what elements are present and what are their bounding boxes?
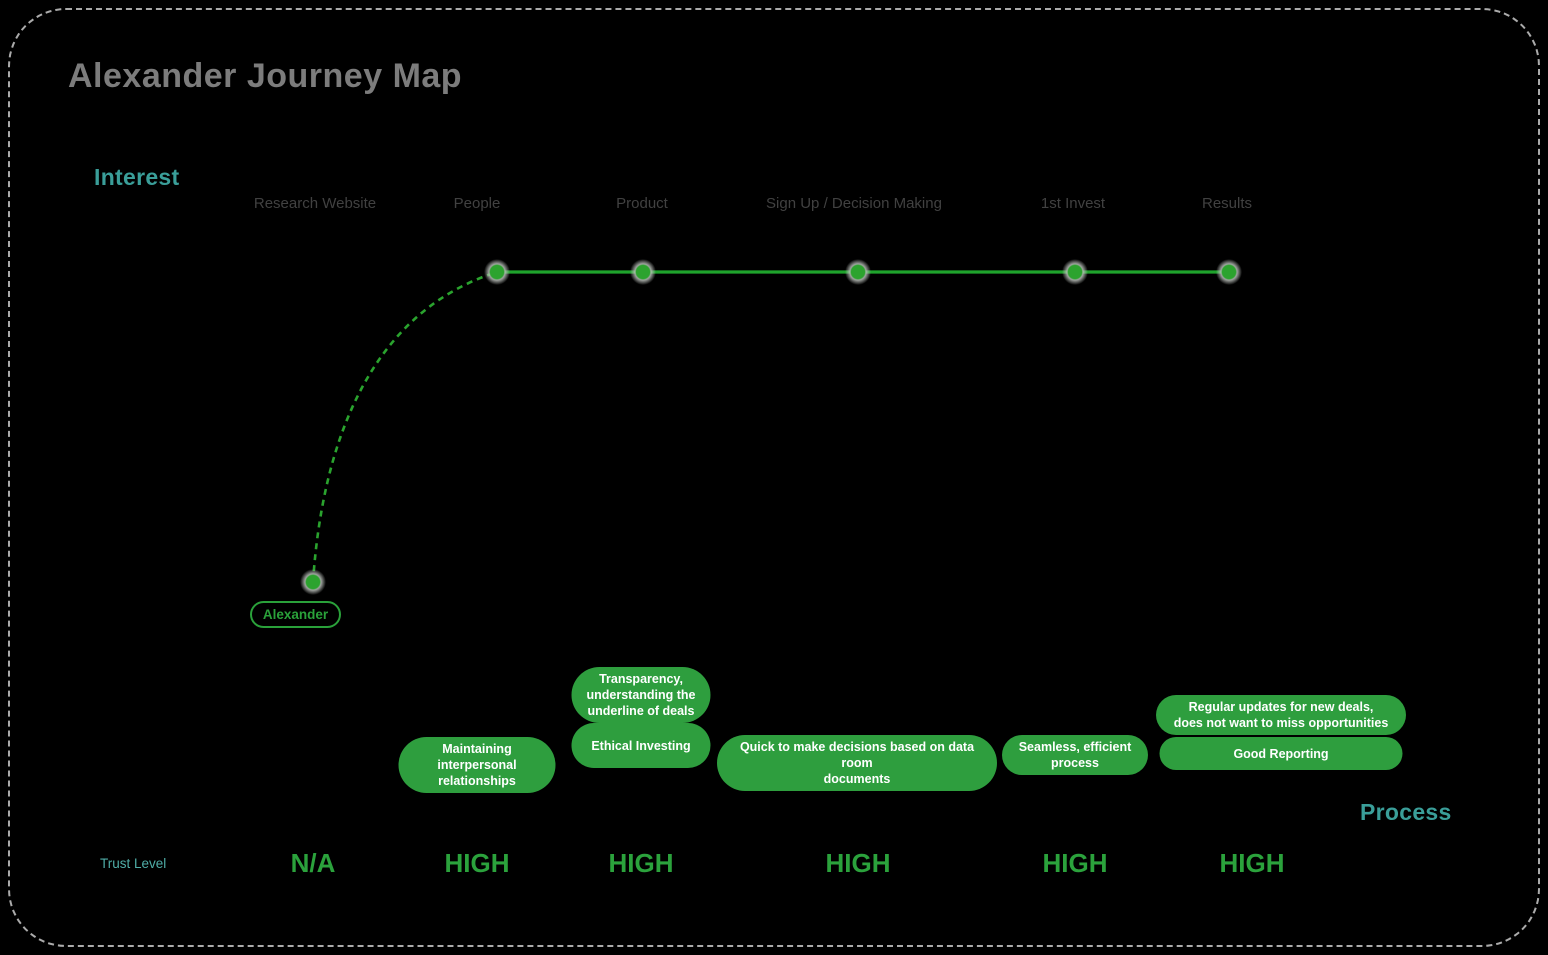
trust-level-label: Trust Level [100,856,167,871]
journey-dot-people [484,259,510,285]
trust-value-research-website: N/A [290,848,336,878]
note-pill-regular-updates: Regular updates for new deals, does not … [1156,695,1406,735]
note-pill-good-reporting: Good Reporting [1159,737,1403,770]
trust-value-product: HIGH [608,848,674,878]
stage-header-research-website: Research Website [253,195,377,212]
stage-header-people: People [453,195,501,212]
trust-value-1st-invest: HIGH [1042,848,1108,878]
page-title: Alexander Journey Map [68,57,463,95]
journey-dot-1st-invest [1062,259,1088,285]
note-pill-ethical-investing: Ethical Investing [571,723,711,768]
journey-dot-research-website [300,569,326,595]
interest-axis-label: Interest [94,164,180,190]
process-axis-label: Process [1360,799,1452,825]
note-pill-quick-decisions: Quick to make decisions based on data ro… [717,735,997,791]
journey-dot-product [630,259,656,285]
trust-value-signup: HIGH [825,848,891,878]
stage-header-results: Results [1201,195,1253,212]
trust-value-results: HIGH [1219,848,1285,878]
journey-dot-signup [845,259,871,285]
interest-curve-dashed [311,270,498,583]
stage-header-signup: Sign Up / Decision Making [766,195,942,212]
stage-header-1st-invest: 1st Invest [1040,195,1106,212]
persona-badge: Alexander [250,601,341,628]
note-pill-maintaining-relationships: Maintaining interpersonal relationships [398,737,556,793]
journey-dot-results [1216,259,1242,285]
trust-value-people: HIGH [444,848,510,878]
note-pill-transparency: Transparency, understanding the underlin… [571,667,711,723]
stage-header-product: Product [616,195,668,212]
note-pill-seamless-process: Seamless, efficient process [1002,735,1148,775]
